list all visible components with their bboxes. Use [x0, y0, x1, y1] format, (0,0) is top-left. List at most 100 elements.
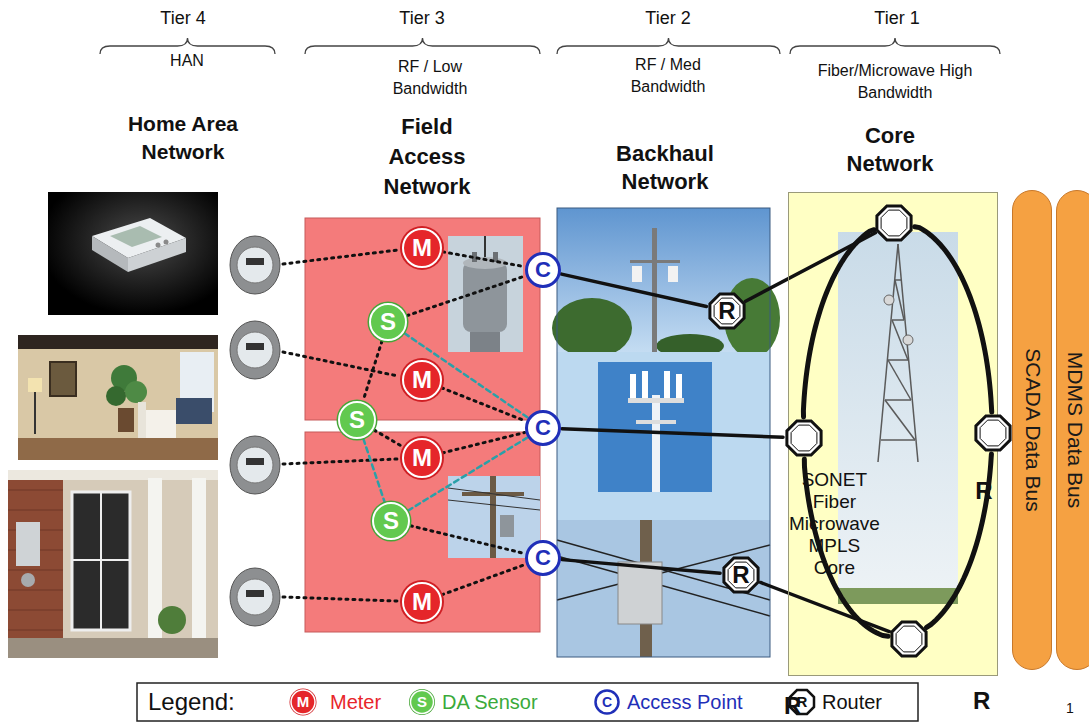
- data-bus: MDMS Data Bus: [1056, 190, 1089, 670]
- router-octagon: [889, 619, 929, 659]
- legend-text: DA Sensor: [442, 691, 538, 714]
- node-text: C: [535, 547, 551, 569]
- house-meter-icon: [230, 568, 280, 626]
- house-meter-icon: [246, 343, 264, 350]
- legend-title: Legend:: [148, 688, 235, 716]
- core-tower-photo: [878, 244, 918, 462]
- pole-photo: [448, 488, 540, 500]
- living-room-photo: [176, 398, 212, 424]
- backhaul-photo: [636, 420, 676, 424]
- column-heading: Core Network: [847, 122, 934, 178]
- thermostat-photo: [48, 192, 218, 315]
- house-photo: [8, 630, 63, 631]
- router-octagon: [973, 413, 1013, 453]
- living-room-photo: [118, 408, 134, 432]
- tier-subtitle: HAN: [170, 52, 204, 70]
- backhaul-link: [562, 560, 720, 574]
- node-text: S: [380, 310, 396, 334]
- tier-brace: [100, 38, 275, 54]
- house-photo: [72, 559, 130, 561]
- legend-box: [137, 683, 918, 721]
- meter-link: [442, 433, 524, 453]
- core-tower-photo: [903, 335, 913, 345]
- living-room-photo: [34, 392, 36, 434]
- legend-icon-letter: R: [797, 693, 808, 710]
- sensor-node: S: [369, 303, 407, 341]
- core-tower-photo: [892, 319, 904, 321]
- legend-meter-icon: [290, 689, 317, 716]
- node-text: C: [535, 417, 551, 439]
- access-point-node: C: [525, 410, 561, 446]
- backhaul-link: [562, 429, 783, 437]
- meter-link: [363, 341, 382, 401]
- meter-node: M: [402, 360, 442, 400]
- backhaul-photo: [642, 371, 648, 398]
- house-photo: [21, 573, 35, 587]
- house-photo: [8, 490, 63, 491]
- tier-label: Tier 2: [645, 8, 690, 29]
- tier-brace: [100, 38, 1000, 54]
- backhaul-photo: [652, 228, 657, 352]
- core-ring-link: [803, 230, 874, 417]
- house-meter-icon: [237, 332, 273, 368]
- node-text: SONET Fiber Microwave MPLS Core: [789, 469, 880, 579]
- meter-link: [283, 597, 397, 601]
- meter-link: [407, 276, 525, 316]
- core-tower-photo: [888, 360, 911, 400]
- node-text: R: [975, 479, 992, 503]
- backhaul-photo: [668, 266, 678, 282]
- living-room-photo: [18, 335, 218, 460]
- sensor-link: [363, 439, 384, 502]
- meter-node: M: [402, 582, 442, 622]
- living-room-photo: [18, 335, 218, 460]
- router-octagon: [784, 418, 824, 458]
- router-node: R: [874, 203, 914, 243]
- column-heading: Field Access Network: [384, 112, 471, 202]
- sensor-link: [405, 333, 528, 417]
- pole-photo: [500, 515, 514, 537]
- node-text: S: [349, 408, 365, 432]
- router-node: R: [784, 418, 824, 458]
- tier-subtitle: Fiber/Microwave High Bandwidth: [810, 60, 980, 104]
- legend-icon-letter: M: [297, 693, 310, 710]
- house-meter-icon: [246, 590, 264, 597]
- router-node: R: [889, 619, 929, 659]
- house-photo: [8, 610, 63, 611]
- core-tower-photo: [898, 244, 918, 462]
- house-meter-icon: [237, 247, 273, 283]
- thermostat-photo: [48, 192, 218, 315]
- backhaul-link: [761, 582, 890, 631]
- backhaul-photo: [630, 374, 636, 398]
- router-octagon: [877, 206, 911, 240]
- node-text: R: [732, 563, 749, 587]
- house-photo: [192, 478, 206, 638]
- legend-sensor-icon: [409, 689, 435, 715]
- core-ring-link: [915, 227, 992, 412]
- core-tower-photo: [878, 244, 898, 462]
- house-photo: [8, 638, 218, 658]
- legend-text: Access Point: [627, 691, 743, 714]
- backhaul-photo: [632, 266, 642, 282]
- router-octagon: [724, 558, 758, 592]
- backhaul-photo: [630, 260, 680, 263]
- access-point-node: C: [525, 540, 561, 576]
- node-text: MDMS Data Bus: [1065, 352, 1086, 508]
- meter-link: [374, 430, 404, 447]
- legend-meter-icon: [290, 689, 317, 716]
- pole-photo: [448, 500, 540, 510]
- backhaul-link: [562, 274, 707, 306]
- living-room-photo: [18, 438, 218, 460]
- house-photo: [8, 470, 218, 480]
- router-node: R: [721, 555, 761, 595]
- backhaul-photo: [618, 562, 662, 624]
- router-octagon: [892, 622, 926, 656]
- house-photo: [8, 470, 218, 658]
- legend-icon-letter: S: [417, 693, 427, 710]
- core-tower-photo: [885, 400, 915, 440]
- meter-link: [442, 388, 526, 421]
- legend-sensor-icon: [411, 691, 434, 714]
- legend-box: [137, 683, 918, 721]
